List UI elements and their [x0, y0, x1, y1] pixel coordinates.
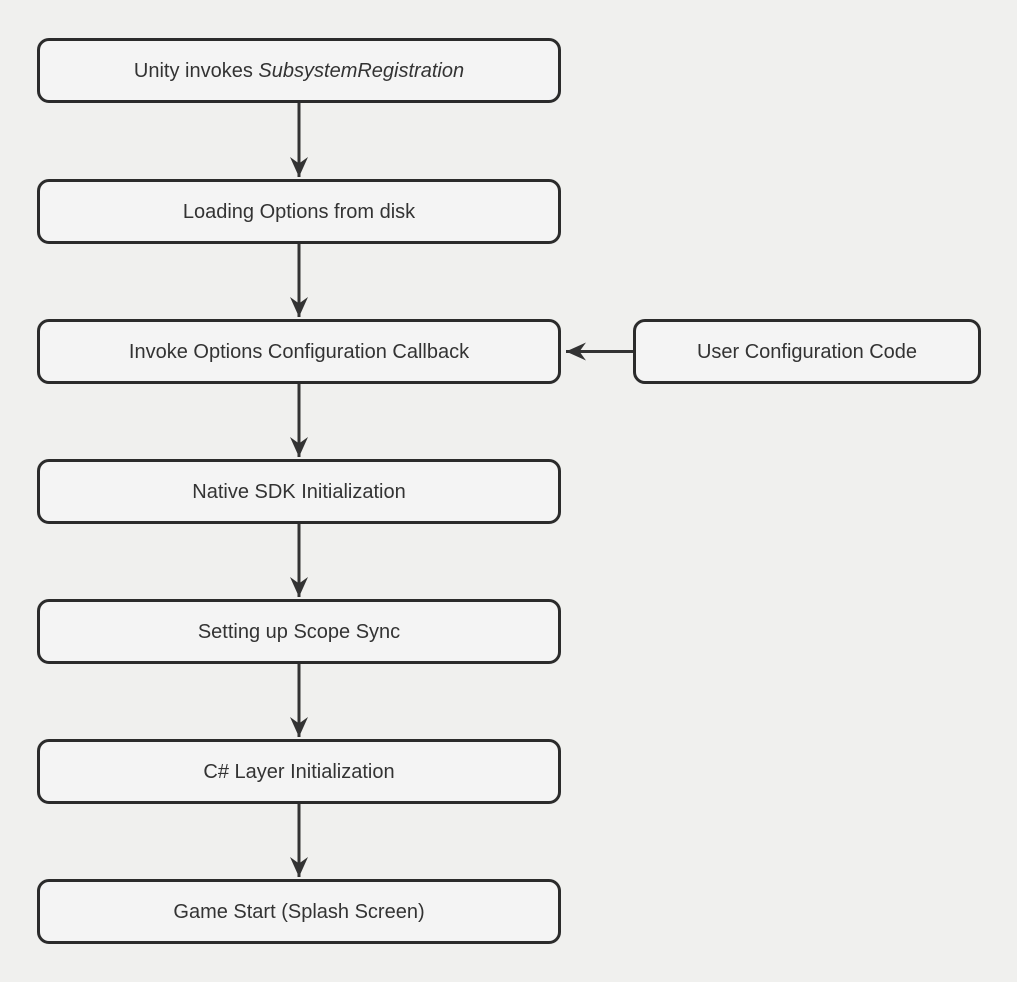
node-unity-invokes-subsystemregistration: Unity invokes SubsystemRegistration: [37, 38, 561, 103]
node-label: Native SDK Initialization: [192, 480, 406, 503]
node-label-italic: SubsystemRegistration: [258, 59, 465, 82]
node-label: User Configuration Code: [696, 340, 918, 363]
node-label: Loading Options from disk: [182, 200, 416, 223]
node-label: Invoke Options Configuration Callback: [128, 340, 470, 363]
node-label: Setting up Scope Sync: [197, 620, 401, 643]
node-label: C# Layer Initialization: [203, 760, 395, 783]
node-game-start-splash-screen: Game Start (Splash Screen): [37, 879, 561, 944]
node-label: Unity invokes SubsystemRegistration: [134, 59, 464, 83]
node-label-regular: Unity invokes: [133, 59, 259, 82]
node-native-sdk-initialization: Native SDK Initialization: [37, 459, 561, 524]
node-invoke-options-configuration-callback: Invoke Options Configuration Callback: [37, 319, 561, 384]
node-user-configuration-code: User Configuration Code: [633, 319, 981, 384]
node-loading-options-from-disk: Loading Options from disk: [37, 179, 561, 244]
node-csharp-layer-initialization: C# Layer Initialization: [37, 739, 561, 804]
node-setting-up-scope-sync: Setting up Scope Sync: [37, 599, 561, 664]
node-label: Game Start (Splash Screen): [173, 900, 425, 923]
